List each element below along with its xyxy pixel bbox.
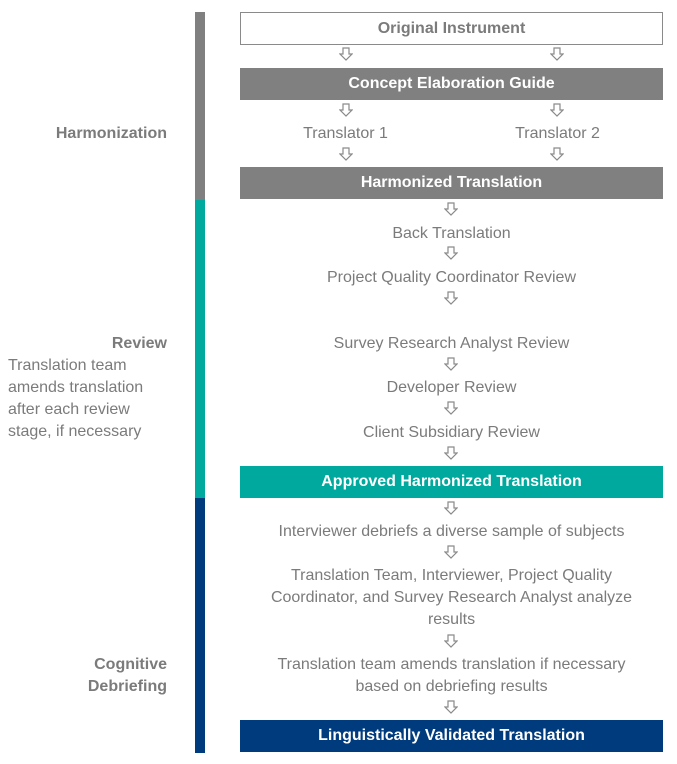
cognitive-debriefing-bar (195, 498, 205, 753)
sra-review-step: Survey Research Analyst Review (333, 335, 570, 352)
original-instrument-box: Original Instrument (240, 12, 663, 45)
down-arrow-icon (339, 147, 353, 161)
down-arrow-icon (550, 147, 564, 161)
cognitive-label-line1: Cognitive (94, 656, 167, 673)
linguistically-validated-translation-box: Linguistically Validated Translation (240, 720, 663, 752)
back-translation-step: Back Translation (392, 225, 511, 242)
developer-review-step: Developer Review (386, 379, 517, 396)
harmonization-bar (195, 12, 205, 200)
down-arrow-icon (444, 401, 458, 415)
down-arrow-icon (339, 103, 353, 117)
review-bar (195, 200, 205, 498)
translator-2: Translator 2 (515, 125, 600, 142)
down-arrow-icon (444, 357, 458, 371)
down-arrow-icon (444, 202, 458, 216)
down-arrow-icon (550, 103, 564, 117)
amend-translation-step: Translation team amends translation if n… (277, 656, 626, 695)
pqc-review-step: Project Quality Coordinator Review (327, 269, 576, 286)
approved-harmonized-translation-box: Approved Harmonized Translation (240, 466, 663, 498)
down-arrow-icon (444, 246, 458, 260)
down-arrow-icon (444, 446, 458, 460)
client-review-step: Client Subsidiary Review (363, 424, 540, 441)
down-arrow-icon (444, 634, 458, 648)
cognitive-label-line2: Debriefing (87, 678, 167, 695)
review-label: Review (111, 335, 167, 352)
translator-1: Translator 1 (303, 125, 388, 142)
cognitive-label: Cognitive Debriefing (88, 654, 167, 698)
down-arrow-icon (444, 545, 458, 559)
down-arrow-icon (550, 47, 564, 61)
down-arrow-icon (444, 700, 458, 714)
review-note: Translation team amends translation afte… (8, 357, 144, 440)
down-arrow-icon (444, 291, 458, 305)
harmonized-translation-box: Harmonized Translation (240, 167, 663, 199)
team-analyze-step: Translation Team, Interviewer, Project Q… (270, 567, 633, 628)
interviewer-debrief-step: Interviewer debriefs a diverse sample of… (278, 523, 625, 540)
down-arrow-icon (444, 501, 458, 515)
down-arrow-icon (339, 47, 353, 61)
concept-elaboration-guide-box: Concept Elaboration Guide (240, 68, 663, 100)
harmonization-label: Harmonization (55, 125, 167, 142)
